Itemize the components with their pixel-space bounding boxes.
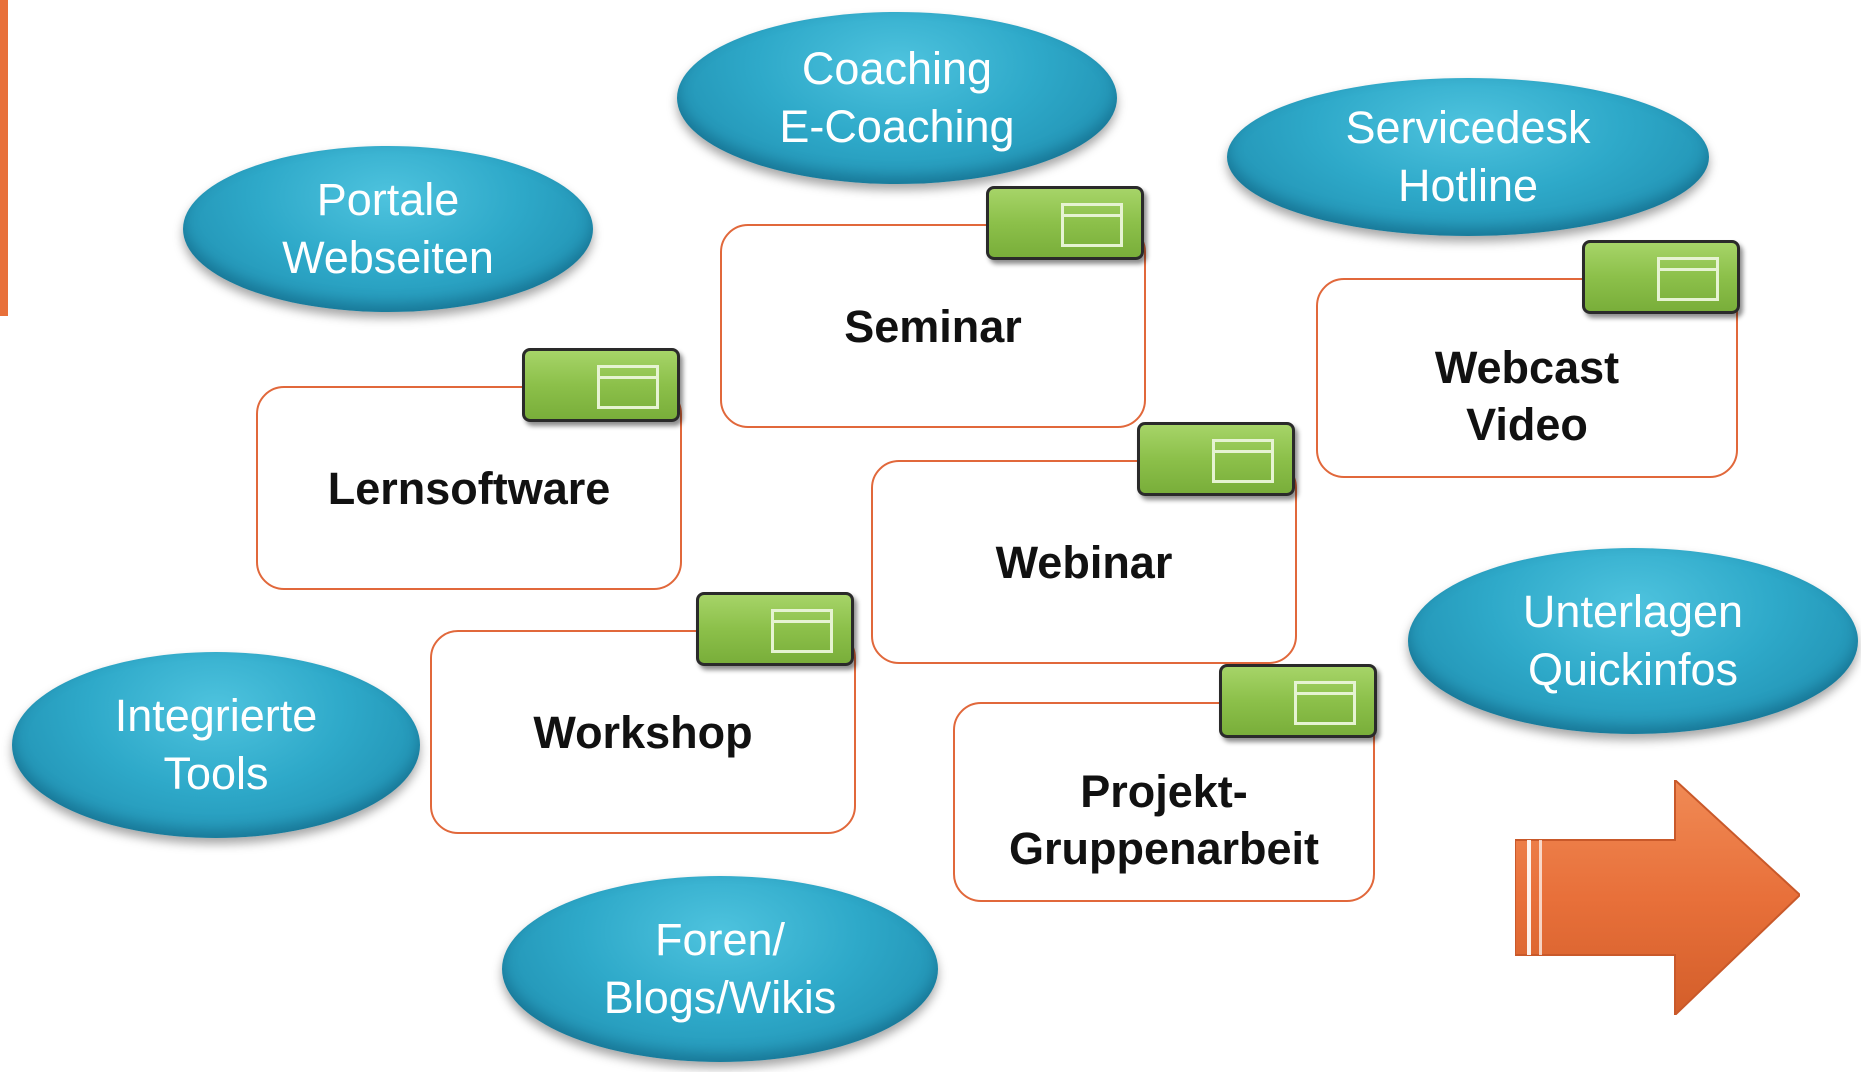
- ellipse-integrierte-line2: Tools: [163, 748, 269, 799]
- tab-lernsoftware: [522, 348, 680, 422]
- box-lernsoftware: Lernsoftware: [256, 386, 682, 590]
- accent-bar: [0, 0, 8, 316]
- box-seminar-line1: Seminar: [844, 300, 1022, 352]
- window-icon: [1294, 681, 1356, 725]
- ellipse-unterlagen-line2: Quickinfos: [1527, 644, 1739, 695]
- ellipse-coaching-line2: E-Coaching: [779, 101, 1015, 152]
- tab-seminar: [986, 186, 1144, 260]
- ellipse-portale-line2: Webseiten: [282, 232, 494, 283]
- window-icon: [771, 609, 833, 653]
- ellipse-servicedesk: Servicedesk Hotline: [1227, 78, 1709, 236]
- ellipse-servicedesk-line2: Hotline: [1397, 160, 1539, 211]
- ellipse-coaching-line1: Coaching: [801, 43, 993, 94]
- ellipse-unterlagen: Unterlagen Quickinfos: [1408, 548, 1858, 734]
- ellipse-portale: Portale Webseiten: [183, 146, 593, 312]
- window-icon: [597, 365, 659, 409]
- box-lernsoftware-line1: Lernsoftware: [327, 462, 611, 514]
- window-icon: [1657, 257, 1719, 301]
- box-webcast-line2: Video: [1466, 399, 1588, 450]
- tab-projekt: [1219, 664, 1377, 738]
- ellipse-unterlagen-line1: Unterlagen: [1522, 586, 1744, 637]
- box-projekt-line2: Gruppenarbeit: [1008, 823, 1320, 874]
- ellipse-foren-line2: Blogs/Wikis: [603, 972, 837, 1023]
- ellipse-foren-line1: Foren/: [654, 914, 786, 965]
- tab-webinar: [1137, 422, 1295, 496]
- ellipse-integrierte: Integrierte Tools: [12, 652, 420, 838]
- box-webinar-line1: Webinar: [995, 536, 1173, 588]
- window-icon: [1061, 203, 1123, 247]
- ellipse-portale-line1: Portale: [316, 174, 460, 225]
- ellipse-servicedesk-line1: Servicedesk: [1345, 102, 1591, 153]
- tab-workshop: [696, 592, 854, 666]
- arrow-right-icon: [1515, 780, 1800, 1015]
- box-workshop-line1: Workshop: [533, 706, 753, 758]
- box-projekt-line1: Projekt-: [1080, 766, 1248, 817]
- ellipse-integrierte-line1: Integrierte: [114, 690, 318, 741]
- box-webcast-line1: Webcast: [1434, 342, 1620, 393]
- tab-webcast: [1582, 240, 1740, 314]
- window-icon: [1212, 439, 1274, 483]
- ellipse-foren: Foren/ Blogs/Wikis: [502, 876, 938, 1062]
- box-projekt: Projekt- Gruppenarbeit: [953, 702, 1375, 902]
- ellipse-coaching: Coaching E-Coaching: [677, 12, 1117, 184]
